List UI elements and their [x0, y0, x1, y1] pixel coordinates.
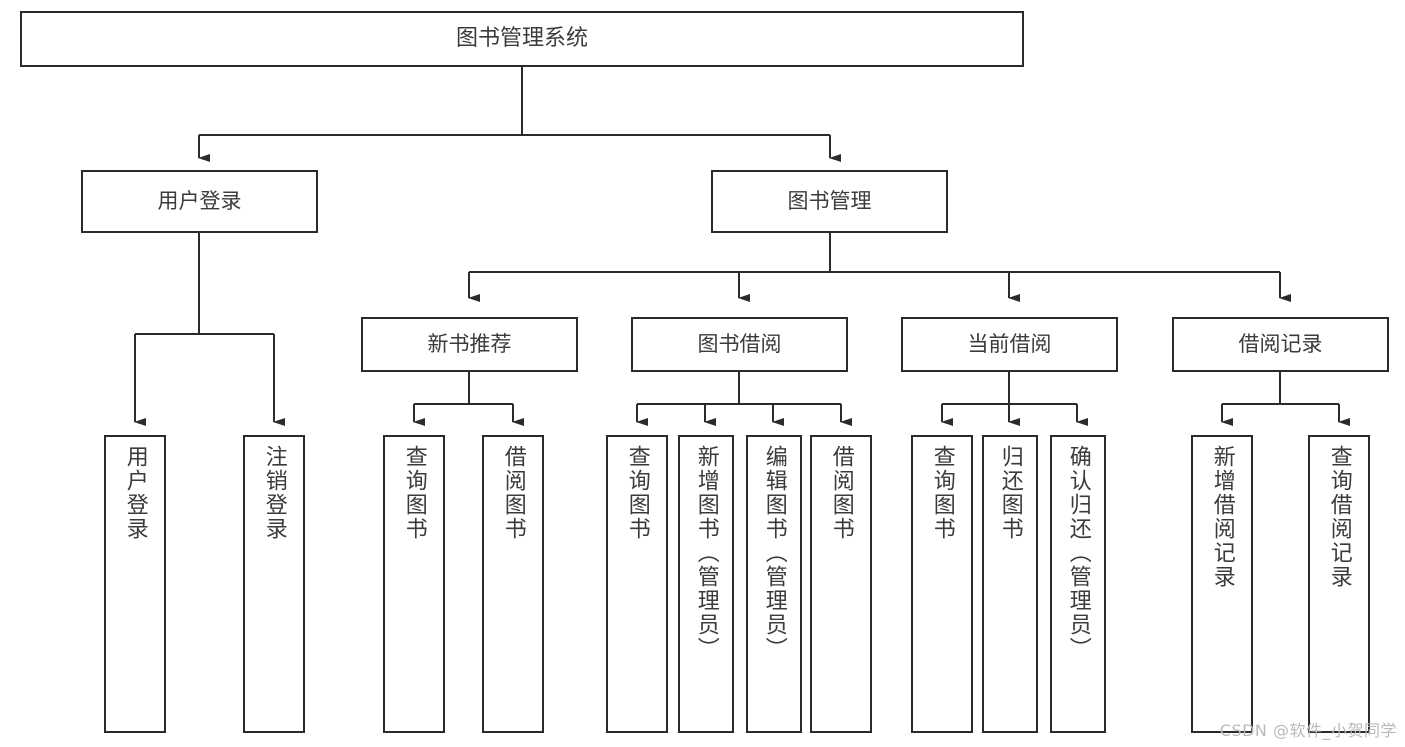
node-book-borrowing[interactable]: 图书借阅: [631, 317, 848, 372]
node-label: 借阅图书: [500, 445, 526, 541]
node-user-login[interactable]: 用户登录: [81, 170, 318, 233]
node-label: 当前借阅: [967, 332, 1052, 356]
leaf-confirm-return-admin[interactable]: 确认归还（管理员）: [1050, 435, 1106, 733]
leaf-query-book-new-recommendation[interactable]: 查询图书: [383, 435, 445, 733]
leaf-borrow-book-borrowing[interactable]: 借阅图书: [810, 435, 872, 733]
node-label: 图书借阅: [697, 332, 782, 356]
node-label: 新书推荐: [427, 332, 512, 356]
leaf-edit-book-admin[interactable]: 编辑图书（管理员）: [746, 435, 802, 733]
node-label: 用户登录: [157, 189, 242, 213]
node-label: 归还图书: [997, 445, 1023, 541]
node-label: 确认归还（管理员）: [1065, 445, 1091, 661]
node-new-book-recommendation[interactable]: 新书推荐: [361, 317, 578, 372]
node-borrowing-record[interactable]: 借阅记录: [1172, 317, 1389, 372]
node-label: 用户登录: [122, 445, 148, 541]
leaf-borrow-book-new-recommendation[interactable]: 借阅图书: [482, 435, 544, 733]
node-label: 查询图书: [624, 445, 650, 541]
node-book-management[interactable]: 图书管理: [711, 170, 948, 233]
leaf-query-borrowing-record[interactable]: 查询借阅记录: [1308, 435, 1370, 733]
node-root-library-management-system[interactable]: 图书管理系统: [20, 11, 1024, 67]
node-label: 图书管理系统: [455, 26, 588, 51]
node-label: 查询借阅记录: [1326, 445, 1352, 589]
node-label: 查询图书: [929, 445, 955, 541]
node-label: 查询图书: [401, 445, 427, 541]
node-label: 借阅图书: [828, 445, 854, 541]
leaf-add-book-admin[interactable]: 新增图书（管理员）: [678, 435, 734, 733]
leaf-query-book-borrowing[interactable]: 查询图书: [606, 435, 668, 733]
leaf-query-book-current[interactable]: 查询图书: [911, 435, 973, 733]
leaf-user-login[interactable]: 用户登录: [104, 435, 166, 733]
node-label: 注销登录: [261, 445, 287, 541]
node-current-borrowing[interactable]: 当前借阅: [901, 317, 1118, 372]
node-label: 编辑图书（管理员）: [761, 445, 787, 661]
node-label: 新增借阅记录: [1209, 445, 1235, 589]
leaf-add-borrowing-record[interactable]: 新增借阅记录: [1191, 435, 1253, 733]
leaf-logout[interactable]: 注销登录: [243, 435, 305, 733]
node-label: 新增图书（管理员）: [693, 445, 719, 661]
node-label: 借阅记录: [1238, 332, 1323, 356]
node-label: 图书管理: [787, 189, 872, 213]
leaf-return-book[interactable]: 归还图书: [982, 435, 1038, 733]
